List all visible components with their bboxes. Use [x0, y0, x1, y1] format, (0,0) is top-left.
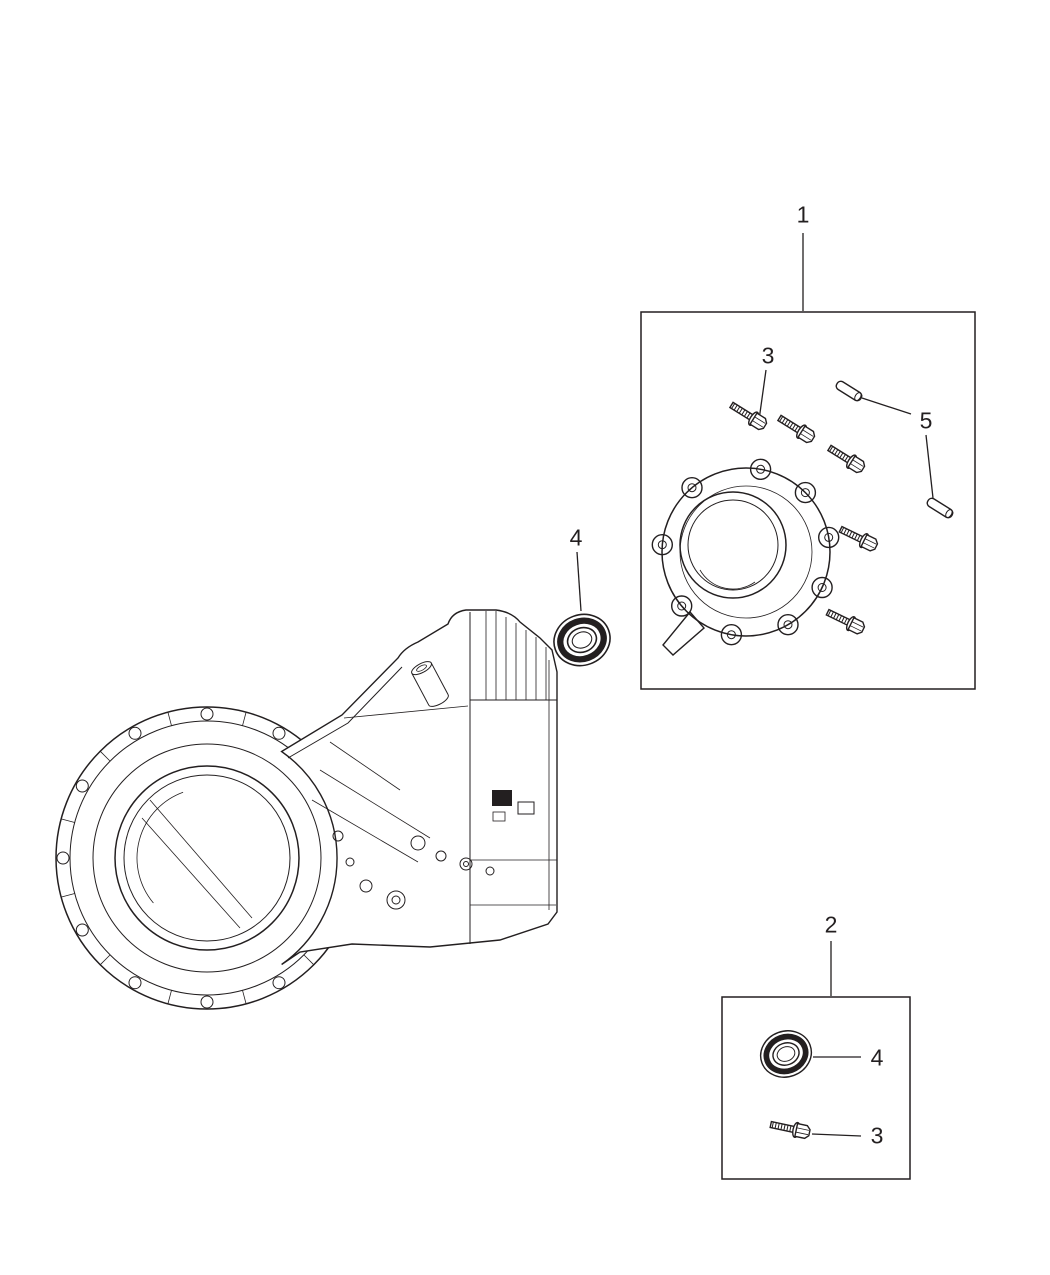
adapter-housing-drawing — [651, 458, 840, 656]
transmission-case-drawing — [55, 609, 558, 1010]
output-seal-drawing — [547, 607, 618, 674]
callout-5: 5 — [919, 407, 933, 434]
lower-bolt-drawing — [768, 1116, 812, 1141]
callout-1: 1 — [796, 201, 810, 228]
part-group-box-1 — [640, 311, 976, 690]
dowel-pins — [834, 379, 955, 520]
callout-4-middle: 4 — [569, 524, 583, 551]
lower-seal-drawing — [754, 1024, 818, 1084]
adapter-bolts — [726, 397, 881, 637]
mount-boss — [411, 661, 449, 707]
callout-leader-lines — [576, 233, 934, 1137]
callout-2: 2 — [824, 911, 838, 938]
callout-4-lower: 4 — [870, 1044, 884, 1071]
callout-3-upper: 3 — [761, 342, 775, 369]
callout-3-lower: 3 — [870, 1122, 884, 1149]
part-group-box-2 — [721, 996, 911, 1180]
case-body — [280, 609, 558, 966]
